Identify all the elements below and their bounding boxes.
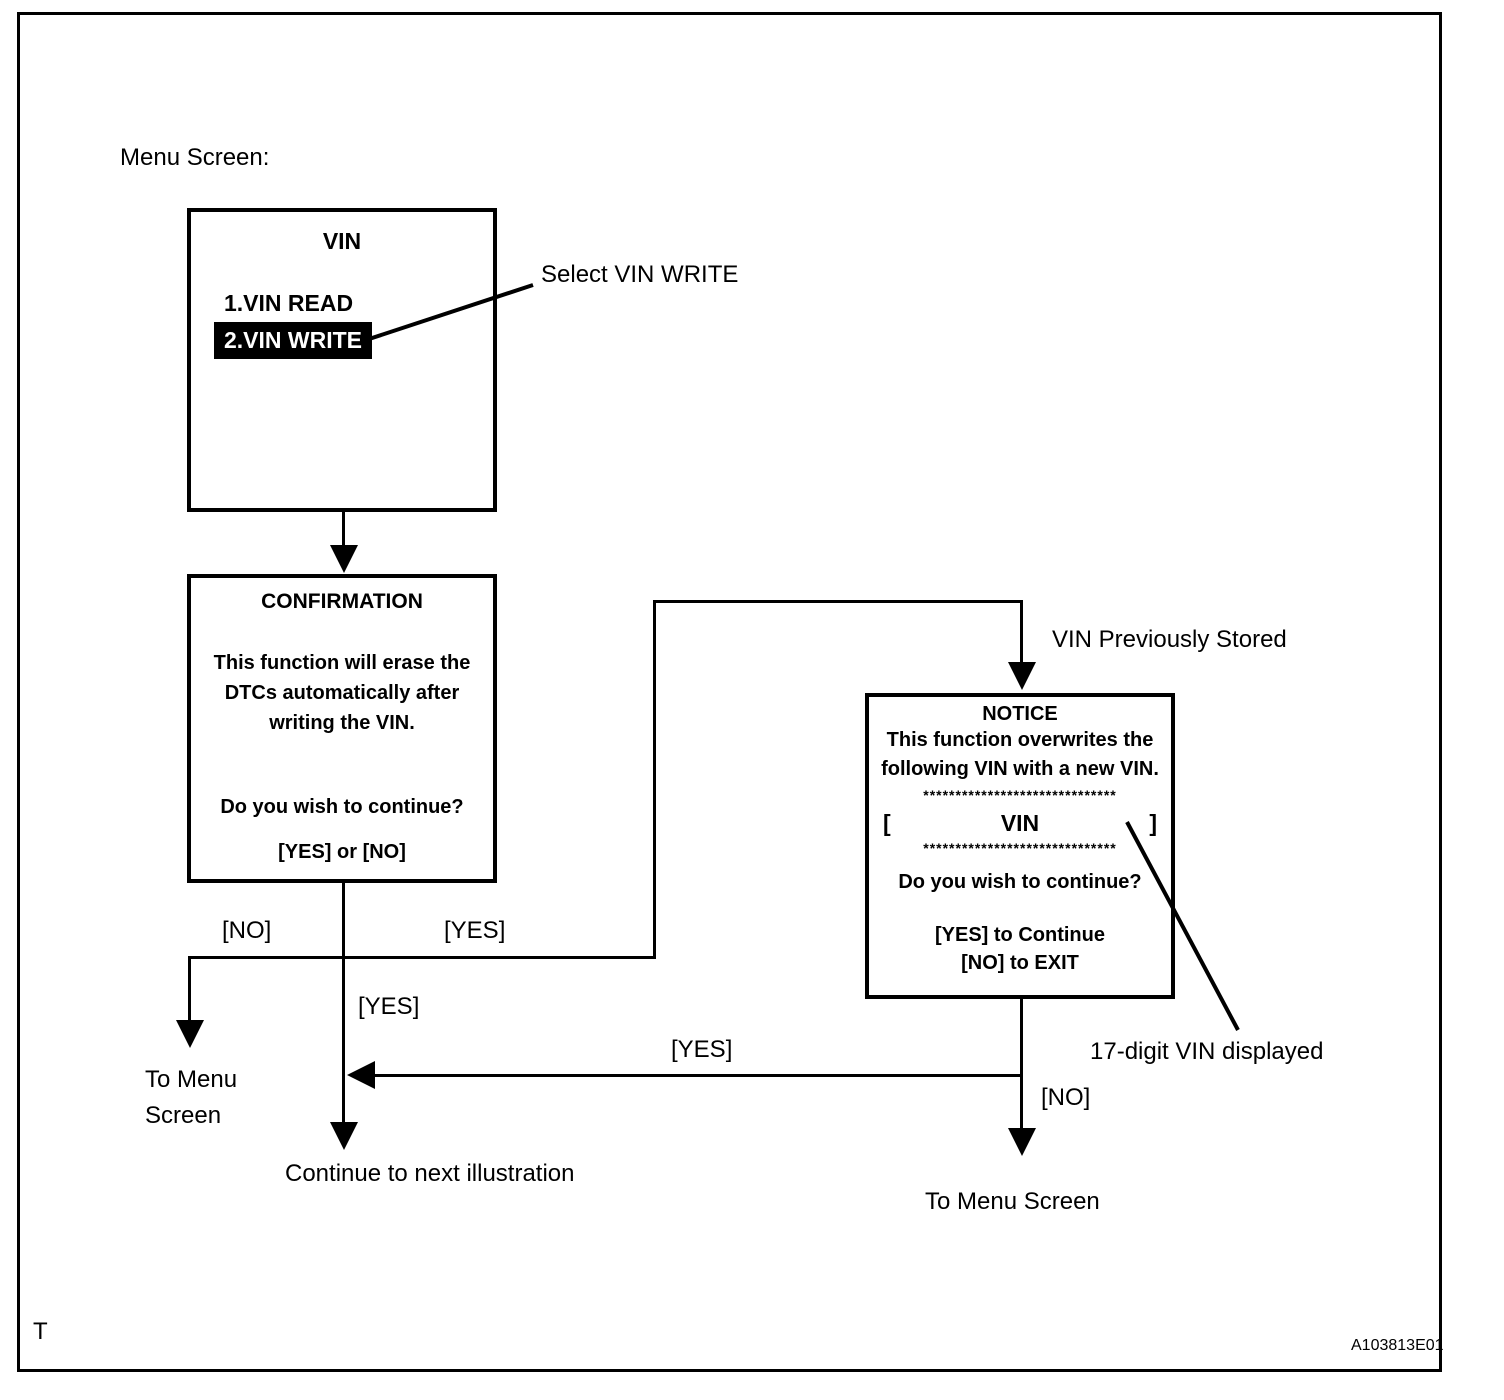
- connector-no-branch-down: [188, 956, 191, 1022]
- arrowhead-notice-no-to-menu: [1008, 1128, 1036, 1156]
- connector-confirmation-down: [342, 883, 345, 1125]
- notice-vin-field: [ VIN ]: [869, 810, 1171, 837]
- confirmation-body-line1: This function will erase the: [213, 652, 471, 674]
- arrowhead-no-to-menu: [176, 1020, 204, 1048]
- notice-screen-box: NOTICE This function overwrites the foll…: [865, 693, 1175, 999]
- confirmation-body-line2: DTCs automatically after: [224, 682, 460, 704]
- menu-item-vin-read: 1.VIN READ: [224, 290, 354, 316]
- to-menu-left-line2: Screen: [145, 1102, 222, 1129]
- notice-asterisk-row-bottom: ******************************: [923, 841, 1117, 855]
- notice-body-line1: This function overwrites the: [886, 729, 1154, 751]
- notice-title: NOTICE: [982, 703, 1058, 725]
- label-confirmation-no: [NO]: [222, 917, 272, 944]
- connector-no-yes-branch: [188, 956, 656, 959]
- label-to-menu-screen-right: To Menu Screen: [925, 1188, 1100, 1215]
- to-menu-left-line1: To Menu: [145, 1066, 238, 1093]
- notice-body-line2: following VIN with a new VIN.: [881, 758, 1159, 780]
- confirmation-options: [YES] or [NO]: [278, 841, 406, 863]
- vin-previously-stored-callout: VIN Previously Stored: [1052, 626, 1287, 653]
- confirmation-question: Do you wish to continue?: [220, 796, 464, 818]
- connector-yes-elbow-across: [653, 600, 1023, 603]
- seventeen-digit-vin-callout: 17-digit VIN displayed: [1090, 1038, 1324, 1065]
- select-vin-write-callout: Select VIN WRITE: [541, 261, 739, 288]
- notice-option-no: [NO] to EXIT: [961, 952, 1079, 974]
- confirmation-screen-box: CONFIRMATION This function will erase th…: [187, 574, 497, 883]
- arrowhead-vin-to-confirmation: [330, 545, 358, 573]
- confirmation-body: This function will erase the DTCs automa…: [191, 648, 493, 738]
- label-to-menu-screen-left: To Menu Screen: [145, 1062, 237, 1134]
- connector-into-notice: [1020, 600, 1023, 664]
- label-notice-no: [NO]: [1041, 1084, 1091, 1111]
- notice-question: Do you wish to continue?: [898, 871, 1142, 893]
- menu-screen-heading: Menu Screen:: [120, 144, 270, 171]
- arrowhead-continue-next: [330, 1122, 358, 1150]
- vin-bracket-open: [: [883, 810, 891, 836]
- connector-notice-yes-left: [374, 1074, 1022, 1077]
- notice-asterisk-row-top: ******************************: [923, 788, 1117, 802]
- connector-notice-down: [1020, 999, 1023, 1131]
- connector-yes-elbow-up: [653, 600, 656, 959]
- menu-item-vin-write-selected: 2.VIN WRITE: [214, 322, 373, 359]
- vin-field-label: VIN: [1000, 810, 1040, 836]
- label-confirmation-yes-branch: [YES]: [444, 917, 506, 944]
- vin-menu-title: VIN: [322, 228, 362, 254]
- page-note: T: [33, 1318, 48, 1345]
- notice-option-yes: [YES] to Continue: [935, 924, 1105, 946]
- vin-menu-screen-box: VIN 1.VIN READ 2.VIN WRITE: [187, 208, 497, 512]
- confirmation-title: CONFIRMATION: [261, 590, 423, 613]
- connector-vin-to-confirmation: [342, 512, 345, 548]
- label-continue-next: Continue to next illustration: [285, 1160, 575, 1187]
- confirmation-body-line3: writing the VIN.: [269, 712, 415, 734]
- page-border: [17, 12, 1442, 1372]
- arrowhead-notice-yes: [347, 1061, 375, 1089]
- label-notice-yes: [YES]: [671, 1036, 733, 1063]
- figure-code: A103813E01: [1351, 1337, 1444, 1354]
- arrowhead-into-notice: [1008, 662, 1036, 690]
- label-confirmation-yes-down: [YES]: [358, 993, 420, 1020]
- vin-bracket-close: ]: [1149, 810, 1157, 836]
